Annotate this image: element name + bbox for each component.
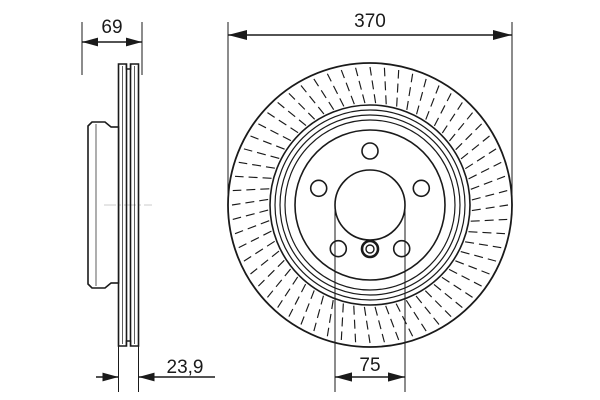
dim-370-arrow-line xyxy=(228,30,512,40)
vent-slot xyxy=(340,303,344,341)
vent-slot xyxy=(288,283,307,317)
vent-slot xyxy=(232,188,270,192)
vent-slot xyxy=(363,306,371,344)
vent-slot xyxy=(238,161,275,169)
vent-slot xyxy=(465,241,502,249)
vent-slot xyxy=(395,303,414,337)
vent-slot xyxy=(300,290,315,325)
vent-slot xyxy=(369,66,377,104)
vent-slot xyxy=(374,306,385,343)
vent-slot xyxy=(267,268,292,298)
vent-slot xyxy=(385,305,400,341)
vent-slot xyxy=(288,92,316,120)
bolt-hole-4 xyxy=(329,239,348,258)
vent-slot xyxy=(455,123,483,151)
vent-slot xyxy=(471,190,508,201)
vent-slot xyxy=(326,300,334,337)
dim-label-75: 75 xyxy=(359,355,380,376)
radial-cooling-vents xyxy=(231,66,509,344)
dim-69-extension-lines xyxy=(81,22,143,75)
vent-slot xyxy=(465,148,497,170)
vent-slot xyxy=(406,73,414,110)
vent-slot xyxy=(448,112,473,142)
vent-slot xyxy=(267,112,299,134)
vent-slot xyxy=(353,305,357,343)
vent-gap-notch xyxy=(125,64,132,346)
hat-shoulder-lines xyxy=(111,126,119,284)
vent-slot xyxy=(425,85,440,120)
hat-ring-outer-2 xyxy=(279,114,461,296)
bolt-hole-group xyxy=(309,142,431,258)
vent-slot xyxy=(470,218,508,222)
vent-slot xyxy=(396,69,400,107)
vent-slot xyxy=(433,283,463,308)
dim-label-23-9: 23,9 xyxy=(167,357,204,378)
vent-slot xyxy=(424,290,452,318)
vent-slot xyxy=(415,78,427,115)
vent-slot xyxy=(250,250,280,275)
vent-slot xyxy=(231,198,269,206)
bolt-hole-1 xyxy=(361,142,379,160)
vent-slot xyxy=(433,93,452,127)
face-view: 370 xyxy=(227,11,513,392)
vent-slot xyxy=(355,67,366,104)
vent-slot xyxy=(383,67,387,105)
vent-slot xyxy=(468,231,506,235)
disc-section-detail-lines xyxy=(122,66,135,344)
vent-slot xyxy=(300,85,325,115)
vent-slot xyxy=(415,295,440,325)
vent-slot xyxy=(243,240,275,262)
vent-slot xyxy=(257,259,285,287)
center-bore-circle xyxy=(334,169,406,241)
vent-slot xyxy=(250,135,285,150)
vent-slot xyxy=(441,102,463,134)
vent-slot xyxy=(471,204,509,212)
dim-69-arrow-line xyxy=(82,37,142,47)
vent-slot xyxy=(460,250,497,262)
center-hole xyxy=(365,244,375,254)
vent-slot xyxy=(313,295,325,332)
vent-slot xyxy=(455,260,490,275)
bolt-hole-3 xyxy=(392,239,411,258)
dim-370-extension-lines xyxy=(227,22,513,200)
vent-slot xyxy=(277,102,307,127)
dim-239-arrow-line xyxy=(96,372,215,382)
vent-slot xyxy=(277,276,299,308)
side-section-view: 69 xyxy=(81,17,215,392)
hat-ring-outer-1 xyxy=(274,109,466,301)
bolt-hole-2 xyxy=(412,179,431,198)
vent-slot xyxy=(232,209,269,220)
vent-slot xyxy=(460,135,490,160)
hat-ring-outer-3 xyxy=(284,119,456,291)
vent-slot xyxy=(238,230,272,249)
vent-slot xyxy=(340,69,355,105)
vent-slot xyxy=(234,220,270,235)
vent-slot xyxy=(441,276,473,298)
vent-slot xyxy=(326,73,345,107)
vent-slot xyxy=(448,268,482,287)
vent-slot xyxy=(258,123,292,142)
vent-slot xyxy=(468,161,502,180)
dim-label-69: 69 xyxy=(101,17,122,38)
vent-slot xyxy=(243,148,280,160)
vent-slot xyxy=(470,175,506,190)
disc-outer-edge xyxy=(227,62,513,348)
vent-slot xyxy=(313,78,335,110)
dim-label-370: 370 xyxy=(354,11,386,32)
bolt-hole-5 xyxy=(309,179,328,198)
vent-slot xyxy=(405,300,427,332)
dim-239-extension-lines xyxy=(118,346,139,392)
vent-slot xyxy=(234,175,272,179)
dim-75-extension-lines xyxy=(334,205,406,392)
dim-75-arrow-line xyxy=(335,372,405,382)
